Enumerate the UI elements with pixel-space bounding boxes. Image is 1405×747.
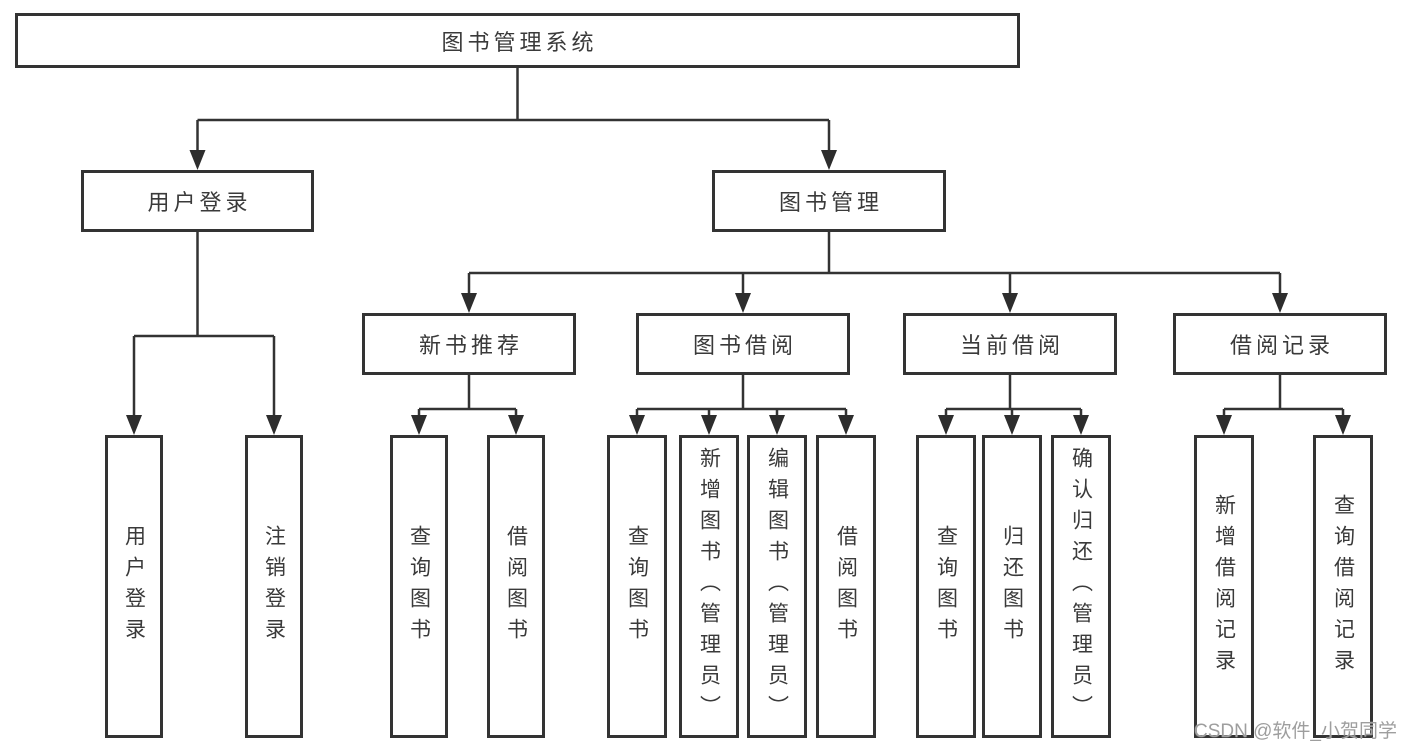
node-current-borrow: 当前借阅 [903, 313, 1117, 375]
node-book-borrow: 图书借阅 [636, 313, 850, 375]
node-label: 图书借阅 [692, 333, 797, 358]
node-leaf-query-book-borrow: 查询图书 [607, 435, 667, 738]
node-label: 查询图书 [407, 524, 431, 649]
node-label: 查询图书 [934, 524, 958, 649]
node-label: 查询图书 [625, 524, 649, 649]
node-label: 查询借阅记录 [1331, 493, 1355, 680]
node-label: 编辑图书（管理员） [765, 447, 789, 726]
node-leaf-query-borrow-record: 查询借阅记录 [1313, 435, 1373, 738]
node-leaf-user-login: 用户登录 [105, 435, 163, 738]
node-label: 新书推荐 [418, 333, 523, 358]
node-leaf-edit-book-admin: 编辑图书（管理员） [747, 435, 807, 738]
node-library-management-system: 图书管理系统 [15, 13, 1020, 68]
node-label: 归还图书 [1000, 524, 1024, 649]
node-leaf-return-book: 归还图书 [982, 435, 1042, 738]
node-leaf-add-book-admin: 新增图书（管理员） [679, 435, 739, 738]
node-leaf-borrow-book: 借阅图书 [816, 435, 876, 738]
node-label: 图书管理系统 [441, 29, 598, 55]
node-new-book-recommend: 新书推荐 [362, 313, 576, 375]
node-leaf-borrow-book-recommend: 借阅图书 [487, 435, 545, 738]
node-leaf-logout: 注销登录 [245, 435, 303, 738]
node-user-login-branch: 用户登录 [81, 170, 314, 232]
node-leaf-query-book-current: 查询图书 [916, 435, 976, 738]
node-label: 当前借阅 [959, 333, 1064, 358]
node-leaf-confirm-return-admin: 确认归还（管理员） [1051, 435, 1111, 738]
node-book-management-branch: 图书管理 [712, 170, 946, 232]
node-label: 借阅记录 [1229, 333, 1334, 358]
node-label: 新增借阅记录 [1212, 493, 1236, 680]
node-label: 用户登录 [147, 190, 252, 215]
node-label: 用户登录 [122, 524, 146, 649]
node-label: 图书管理 [778, 190, 883, 215]
node-label: 借阅图书 [834, 524, 858, 649]
csdn-watermark: CSDN @软件_小贺同学 [1194, 721, 1397, 742]
node-label: 注销登录 [262, 524, 286, 649]
node-borrow-record: 借阅记录 [1173, 313, 1387, 375]
node-leaf-query-book-recommend: 查询图书 [390, 435, 448, 738]
node-leaf-add-borrow-record: 新增借阅记录 [1194, 435, 1254, 738]
node-label: 确认归还（管理员） [1069, 447, 1093, 726]
node-label: 新增图书（管理员） [697, 447, 721, 726]
node-label: 借阅图书 [504, 524, 528, 649]
